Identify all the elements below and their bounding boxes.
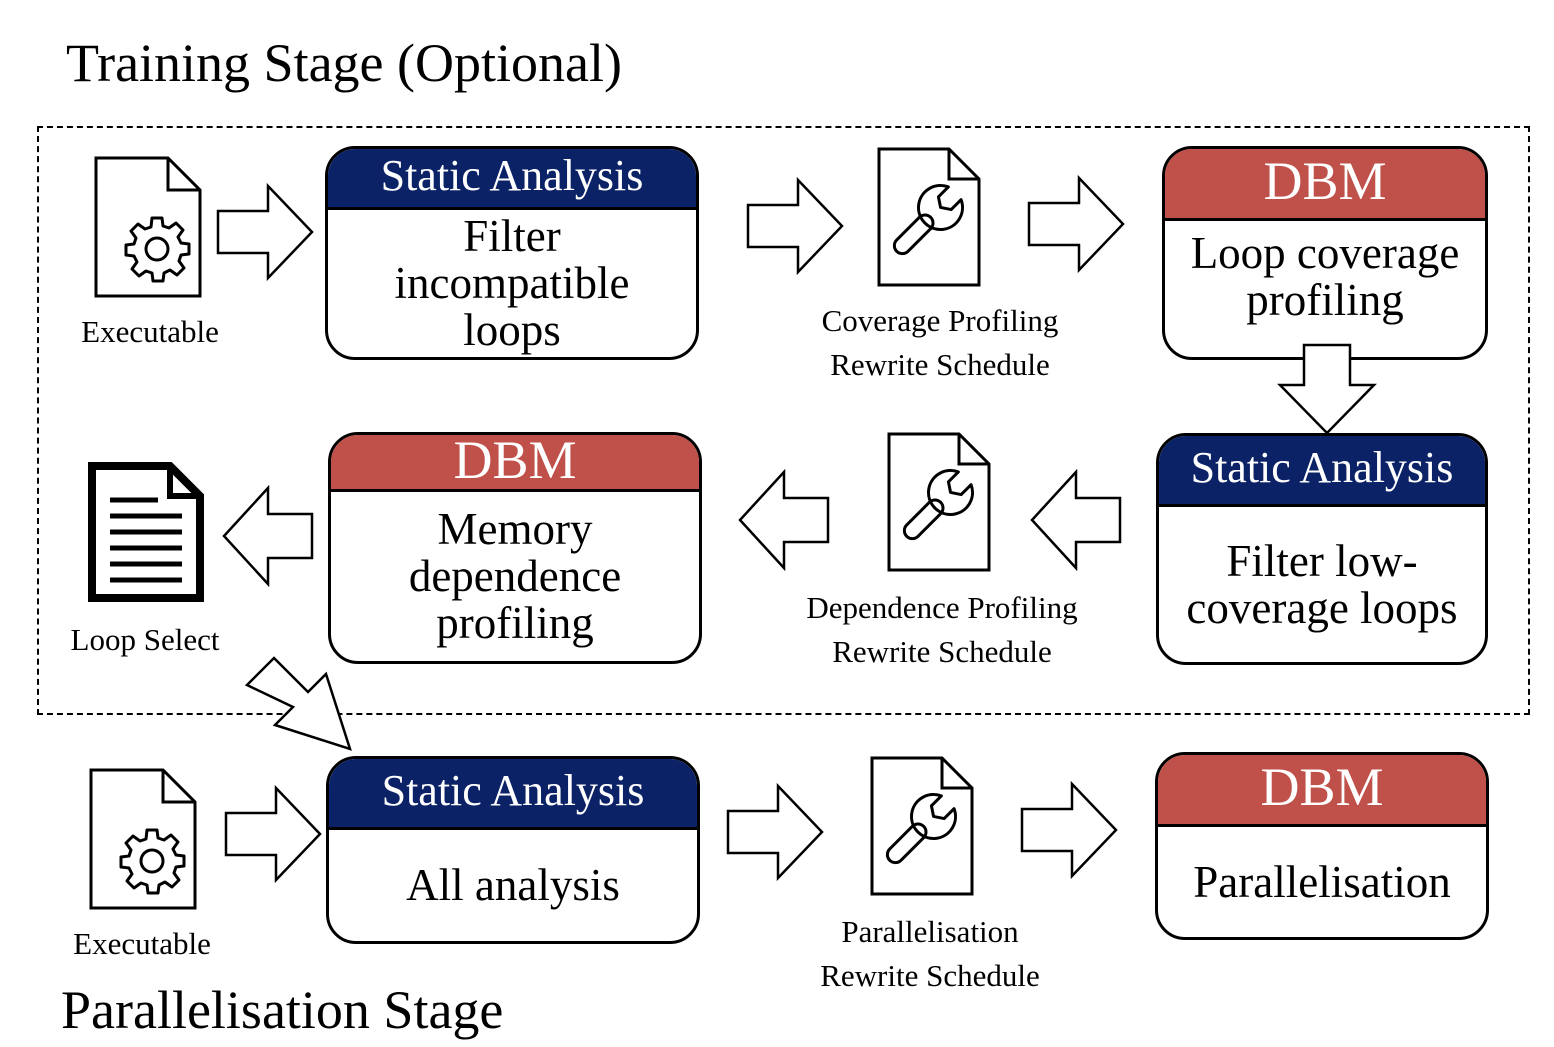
static-analysis-header: Static Analysis — [328, 149, 696, 210]
dependence-schedule-wrench-file-icon — [887, 432, 991, 572]
parallelisation-schedule-wrench-file-icon — [870, 756, 974, 896]
static-analysis-box-filter-incompatible: Static Analysis Filter incompatible loop… — [325, 146, 699, 360]
static-analysis-body: Filter low- coverage loops — [1186, 535, 1458, 633]
arrow-right-icon — [216, 182, 314, 282]
arrow-down-icon — [1277, 343, 1377, 435]
dbm-header: DBM — [1165, 149, 1485, 221]
training-stage-region — [37, 126, 1530, 715]
arrow-left-icon — [738, 468, 830, 572]
loop-select-document-icon — [88, 462, 204, 602]
static-analysis-body: All analysis — [406, 860, 620, 910]
executable-label: Executable — [81, 314, 219, 349]
arrow-left-icon — [222, 484, 314, 588]
arrow-right-icon — [224, 784, 322, 884]
static-analysis-header: Static Analysis — [1159, 436, 1485, 507]
arrow-right-icon — [746, 176, 844, 276]
coverage-schedule-wrench-file-icon — [877, 147, 981, 287]
dbm-box-memory-dependence: DBM Memory dependence profiling — [328, 432, 702, 664]
executable-gear-file-icon — [94, 156, 202, 298]
arrow-diagonal-icon — [244, 656, 352, 751]
loop-select-label: Loop Select — [70, 622, 220, 657]
static-analysis-box-all-analysis: Static Analysis All analysis — [326, 756, 700, 944]
dbm-header: DBM — [331, 435, 699, 492]
training-stage-title: Training Stage (Optional) — [66, 33, 622, 93]
dbm-body: Memory dependence profiling — [408, 504, 622, 648]
parallelisation-rewrite-schedule-label: Parallelisation Rewrite Schedule — [820, 914, 1040, 993]
arrow-right-icon — [1020, 780, 1118, 880]
static-analysis-header: Static Analysis — [329, 759, 697, 830]
executable-gear-file-icon — [89, 768, 197, 910]
coverage-profiling-rewrite-schedule-label: Coverage Profiling Rewrite Schedule — [821, 303, 1059, 382]
dependence-profiling-rewrite-schedule-label: Dependence Profiling Rewrite Schedule — [806, 590, 1078, 669]
executable-label: Executable — [73, 926, 211, 961]
dbm-box-loop-coverage: DBM Loop coverage profiling — [1162, 146, 1488, 360]
arrow-right-icon — [726, 782, 824, 882]
static-analysis-box-filter-low-coverage: Static Analysis Filter low- coverage loo… — [1156, 433, 1488, 665]
dbm-header: DBM — [1158, 755, 1486, 827]
dbm-box-parallelisation: DBM Parallelisation — [1155, 752, 1489, 940]
arrow-right-icon — [1027, 174, 1125, 274]
dbm-body: Loop coverage profiling — [1190, 228, 1460, 325]
dbm-body: Parallelisation — [1193, 856, 1451, 907]
static-analysis-body: Filter incompatible loops — [394, 211, 630, 355]
parallelisation-stage-title: Parallelisation Stage — [61, 980, 504, 1040]
arrow-left-icon — [1030, 468, 1122, 572]
